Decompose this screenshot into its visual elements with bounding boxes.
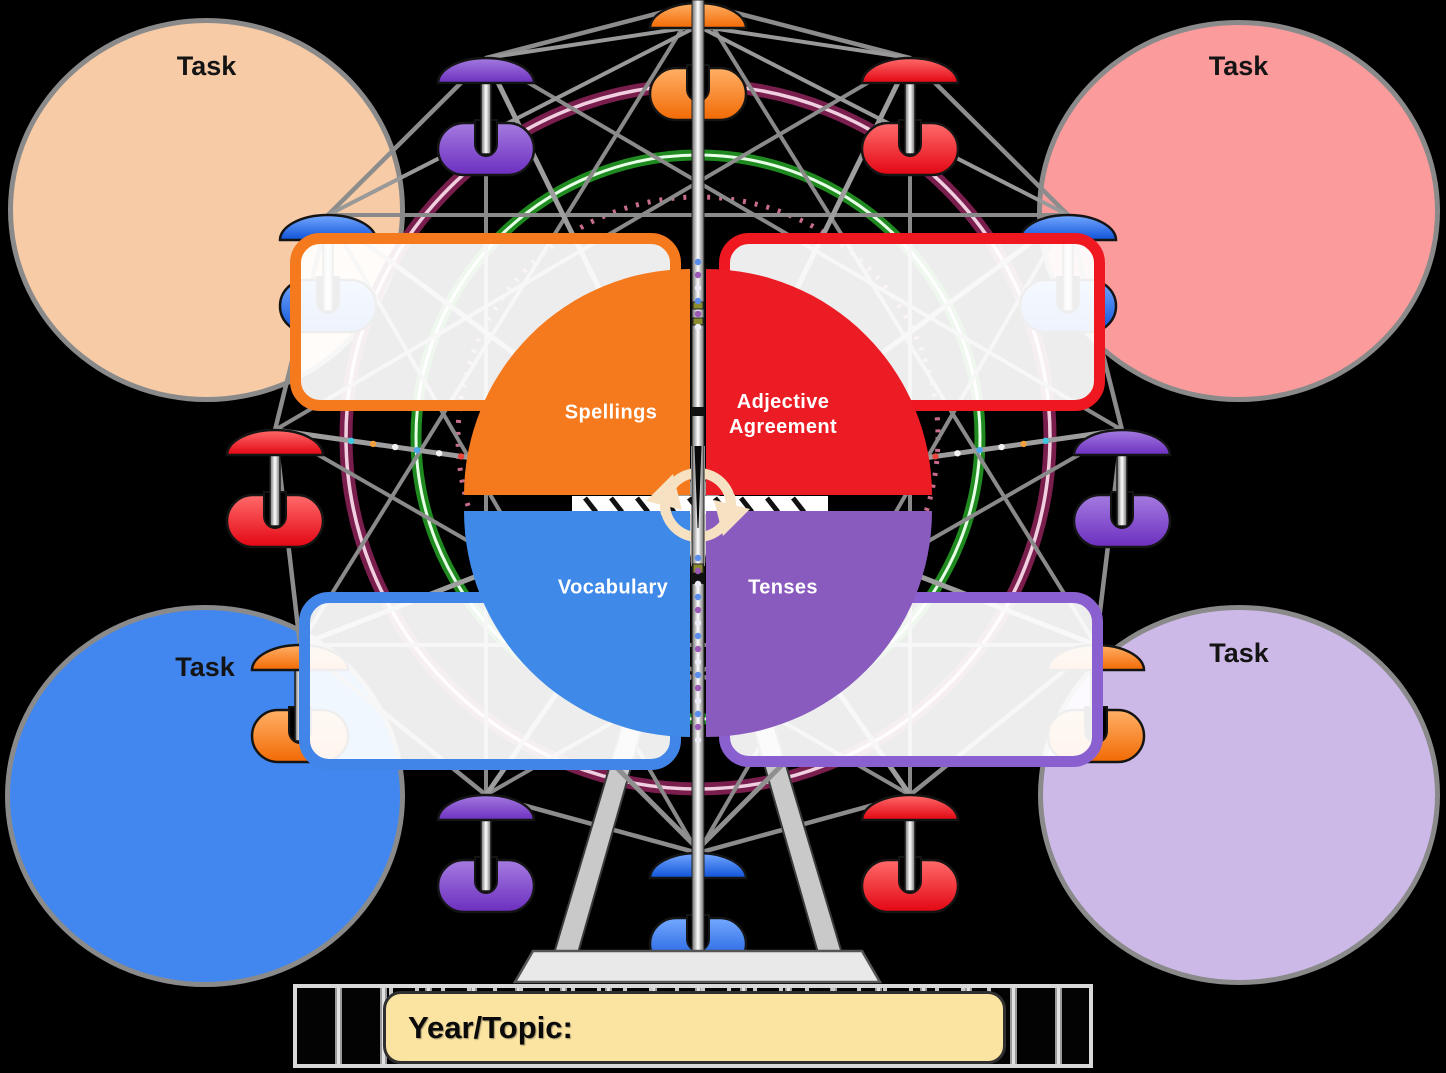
note-panel-top-left[interactable]: [290, 233, 681, 411]
note-panel-bottom-left[interactable]: [299, 592, 681, 770]
gondola: [860, 56, 960, 177]
center-pole: [691, 0, 705, 952]
task-label: Task: [176, 51, 237, 81]
gondola: [648, 1, 748, 122]
quadrant-label-adjective-agreement: Adjective Agreement: [728, 391, 838, 438]
hub-white-patches: [572, 446, 828, 566]
gondola: [436, 793, 536, 914]
task-label: Task: [1209, 638, 1269, 668]
gondola: [648, 851, 748, 972]
quadrant-label-tenses: Tenses: [748, 576, 818, 599]
gondola: [436, 56, 536, 177]
gondola: [860, 793, 960, 914]
gondola: [225, 428, 325, 549]
base-platform: [512, 949, 883, 984]
note-panel-bottom-right[interactable]: [719, 592, 1103, 767]
task-label: Task: [175, 652, 235, 682]
year-topic-label: Year/Topic:: [408, 1009, 573, 1045]
year-topic-field[interactable]: Year/Topic:: [383, 991, 1006, 1064]
rotate-arrows-icon[interactable]: [646, 467, 750, 543]
task-label: Task: [1208, 51, 1269, 81]
note-panel-top-right[interactable]: [719, 233, 1105, 411]
quadrant-label-vocabulary: Vocabulary: [557, 576, 669, 599]
quadrant-label-spellings: Spellings: [564, 401, 658, 424]
gondola: [1072, 428, 1172, 549]
